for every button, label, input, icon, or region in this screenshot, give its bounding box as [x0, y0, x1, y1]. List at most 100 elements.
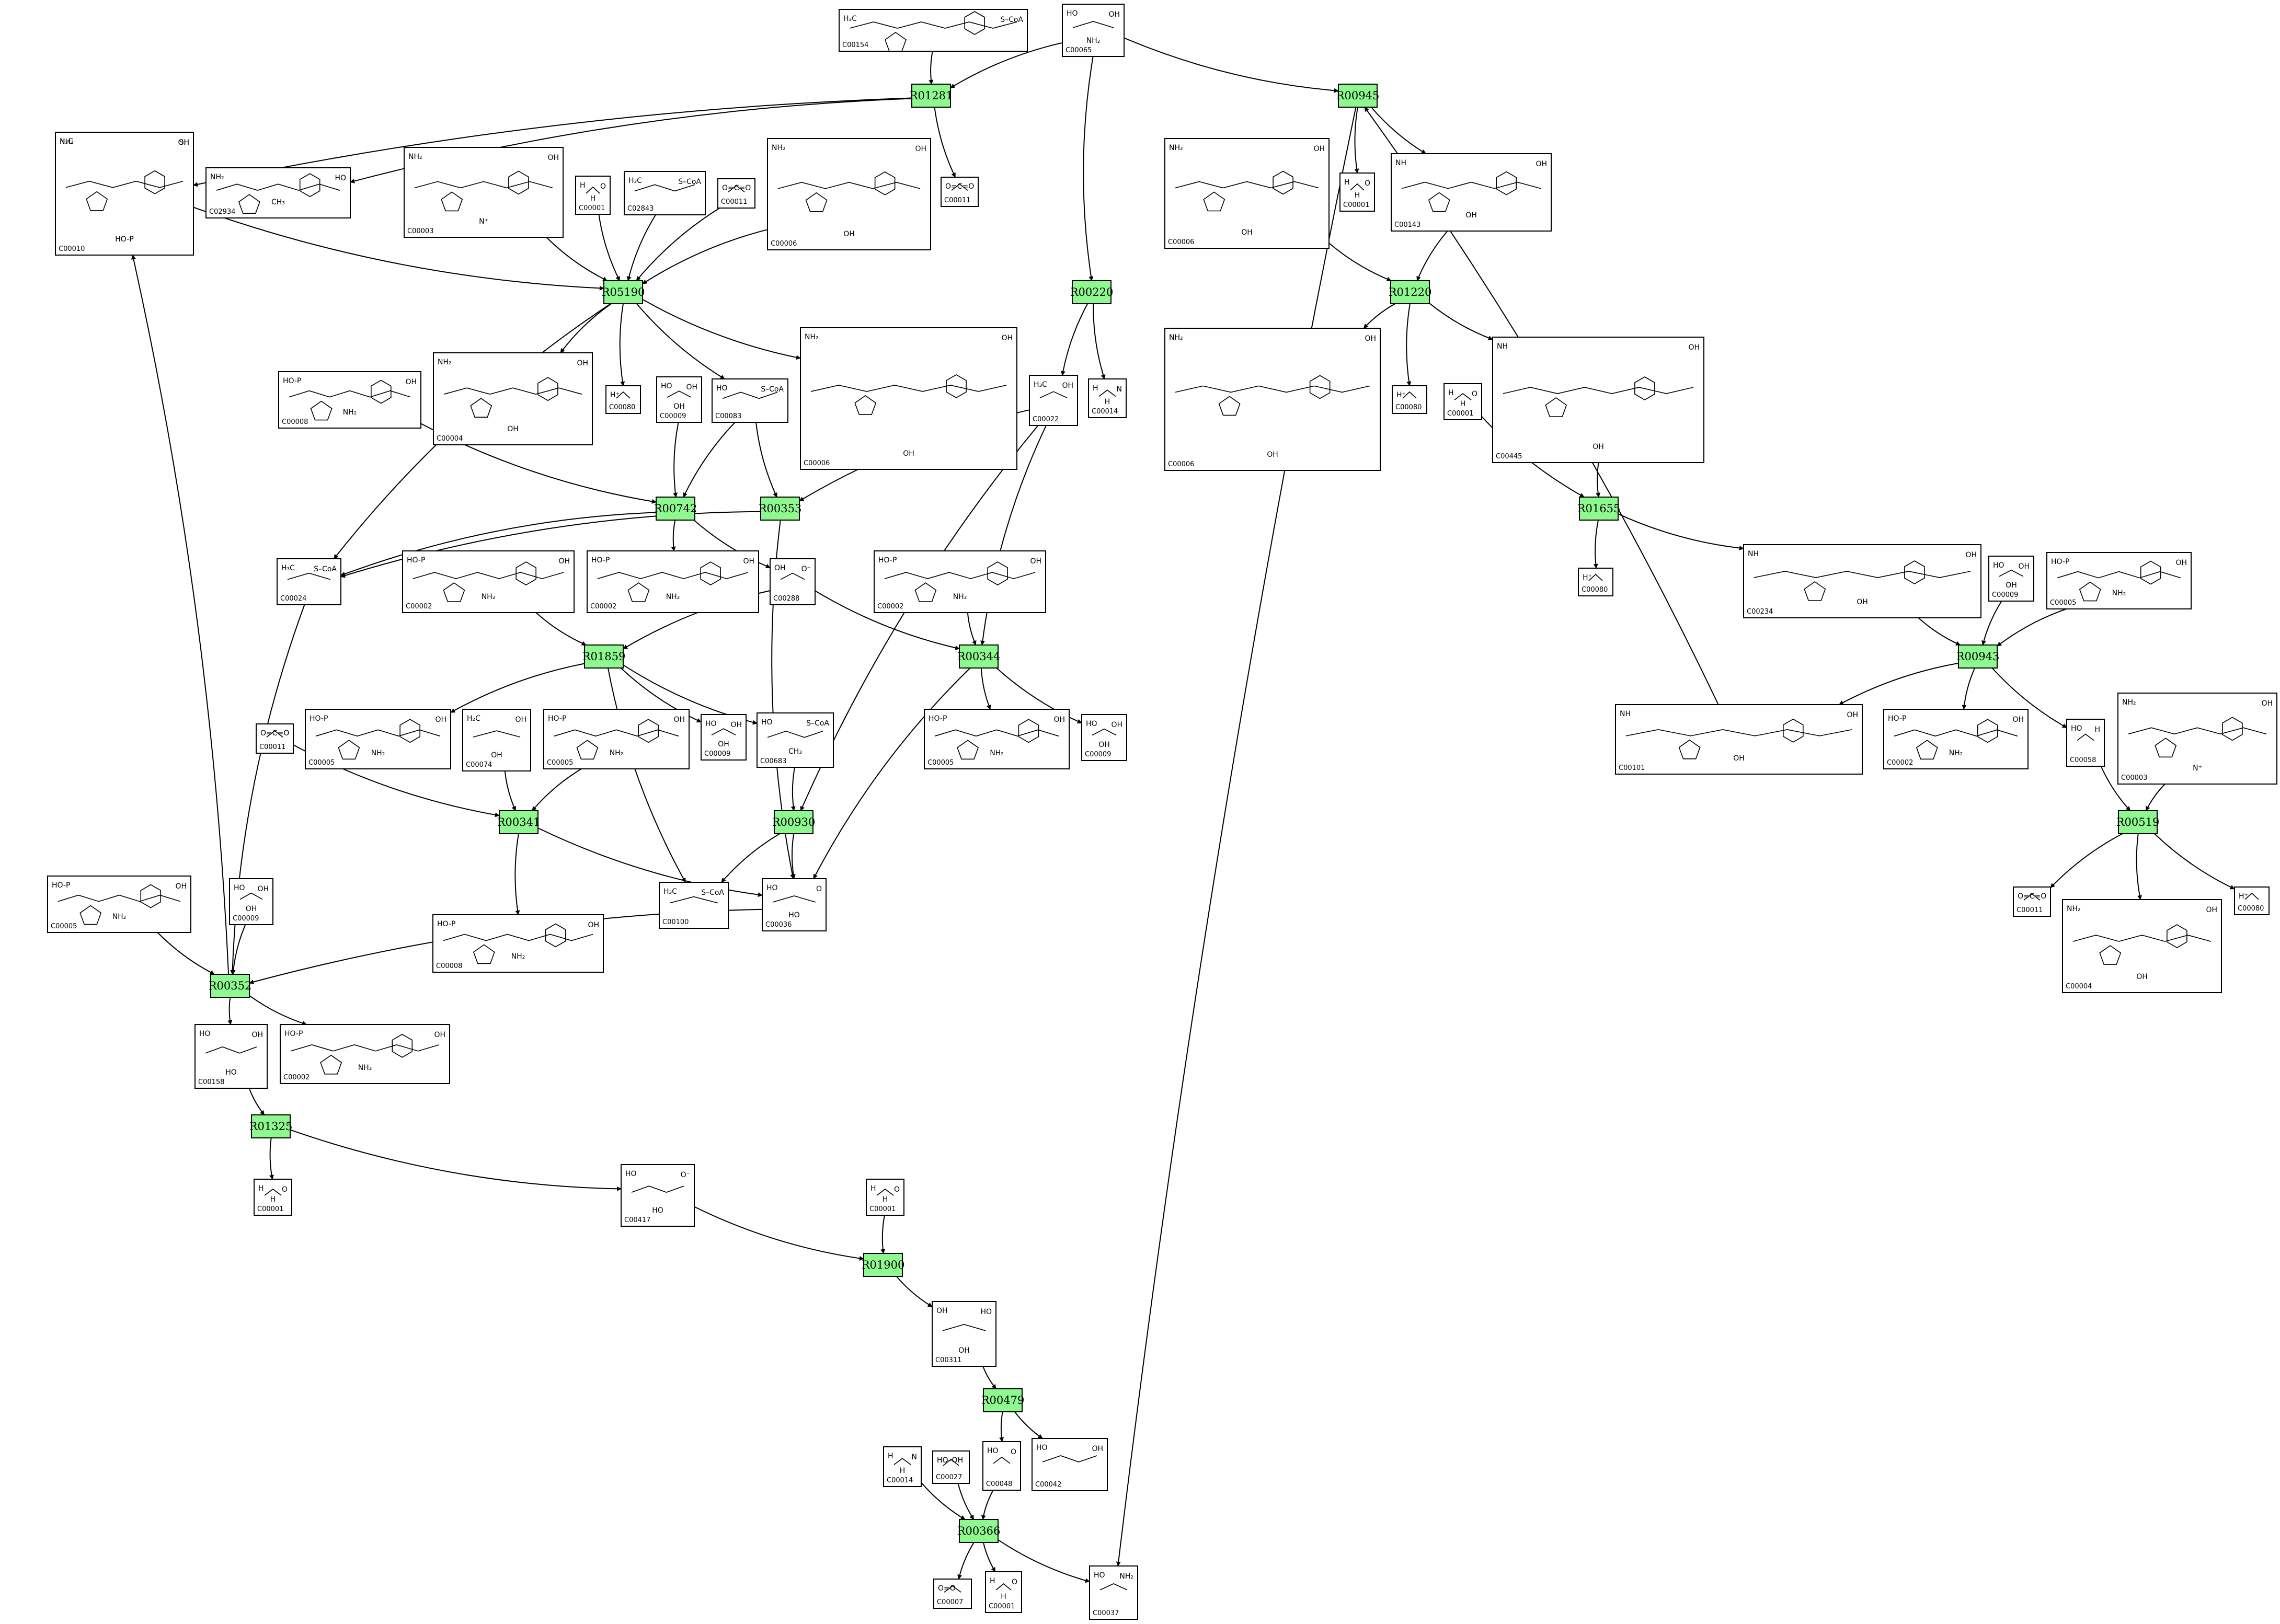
compound-node[interactable]: H⁺C00080 — [2234, 886, 2270, 915]
reaction-r05190[interactable]: R05190 — [602, 280, 645, 304]
reaction-r01281[interactable]: R01281 — [910, 84, 953, 108]
reaction-r01220[interactable]: R01220 — [1389, 280, 1432, 304]
reaction-r00943[interactable]: R00943 — [1956, 644, 2000, 669]
compound-box — [1081, 714, 1127, 761]
reaction-r00945[interactable]: R00945 — [1336, 84, 1380, 108]
reaction-r00344[interactable]: R00344 — [957, 644, 1001, 669]
edge-R00344-c9d — [996, 667, 1082, 724]
reaction-r01859[interactable]: R01859 — [582, 644, 626, 669]
reaction-r00479[interactable]: R00479 — [981, 1388, 1025, 1412]
reaction-box — [499, 810, 539, 834]
reaction-r00341[interactable]: R00341 — [497, 810, 541, 834]
structure-sketch — [264, 1189, 282, 1196]
structure-sketch — [287, 572, 331, 580]
structure-label: H — [990, 1577, 995, 1585]
edge-R01281-c10 — [193, 97, 912, 187]
reaction-box — [1390, 280, 1430, 304]
edge-R01859-c9c — [620, 667, 702, 723]
structure-label: OH — [434, 1031, 445, 1039]
reaction-r01655[interactable]: R01655 — [1577, 497, 1621, 521]
reaction-r00519[interactable]: R00519 — [2116, 810, 2160, 834]
reaction-r00220[interactable]: R00220 — [1070, 280, 1114, 304]
reaction-r00352[interactable]: R00352 — [209, 974, 252, 998]
reaction-r00366[interactable]: R00366 — [957, 1519, 1001, 1543]
compound-node[interactable]: H⁺C00080 — [1392, 385, 1427, 414]
reaction-r00930[interactable]: R00930 — [772, 810, 816, 834]
reaction-r01900[interactable]: R01900 — [862, 1253, 905, 1277]
reaction-r00742[interactable]: R00742 — [654, 497, 697, 521]
structure-label: OH — [718, 740, 729, 748]
compound-id: C00074 — [466, 761, 492, 769]
reaction-r01325[interactable]: R01325 — [249, 1114, 293, 1138]
compound-node[interactable]: H⁺C00080 — [605, 385, 641, 414]
compound-node[interactable]: H⁺C00080 — [1578, 568, 1613, 596]
compound-box — [2234, 886, 2270, 915]
structure-label: O=C=O — [722, 184, 751, 192]
reaction-r00353[interactable]: R00353 — [759, 497, 802, 521]
